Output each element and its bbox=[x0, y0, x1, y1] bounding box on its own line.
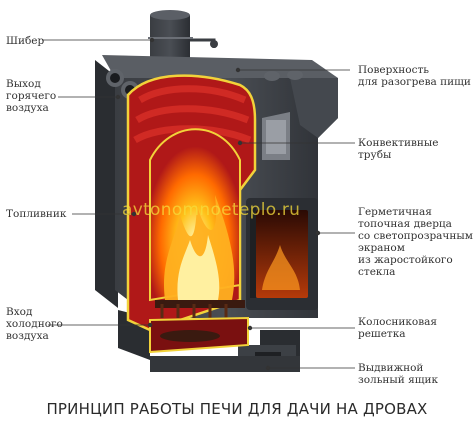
label-firebox: Топливник bbox=[6, 208, 67, 220]
leader-lines bbox=[42, 37, 355, 371]
watermark: avtonomnoeteplo.ru bbox=[122, 200, 301, 220]
label-hot-air-outlet: Выход горячего воздуха bbox=[6, 78, 57, 114]
label-ash-drawer: Выдвижной зольный ящик bbox=[358, 362, 439, 386]
label-shiber: Шибер bbox=[6, 35, 45, 47]
caption: ПРИНЦИП РАБОТЫ ПЕЧИ ДЛЯ ДАЧИ НА ДРОВАХ bbox=[46, 400, 428, 418]
label-sealed-door: Герметичная топочная дверца со светопроз… bbox=[358, 206, 473, 278]
glass-door bbox=[246, 198, 318, 310]
label-cold-air-inlet: Вход холодного воздуха bbox=[6, 306, 63, 342]
firebox-cutaway bbox=[126, 74, 257, 354]
label-grate: Колосниковая решетка bbox=[358, 316, 437, 340]
label-cooking-surface: Поверхность для разогрева пищи bbox=[358, 64, 471, 88]
emblem bbox=[262, 112, 290, 160]
label-convection-pipes: Конвективные трубы bbox=[358, 137, 439, 161]
